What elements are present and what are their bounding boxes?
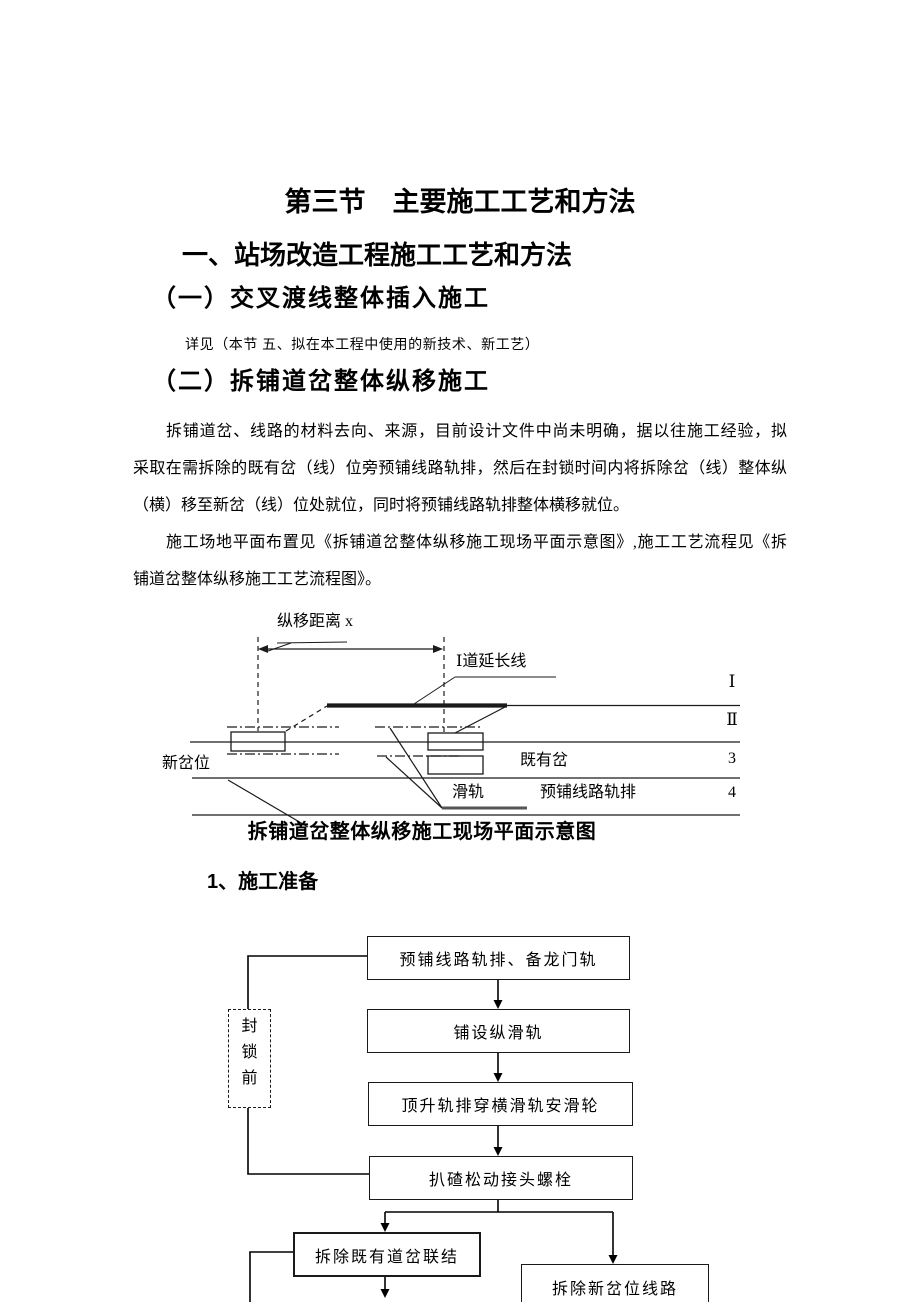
label-move-distance: 纵移距离 x	[277, 613, 354, 630]
break-mark-slash	[267, 642, 292, 652]
paragraph1-line3: （横）移至新岔（线）位处就位，同时将预铺线路轨排整体横移就位。	[133, 497, 630, 514]
flow-box-label: 预铺线路轨排、备龙门轨	[399, 952, 598, 969]
flow-box-label: 扒碴松动接头螺栓	[428, 1172, 573, 1189]
flow-lock-phase-label: 封锁前	[241, 1018, 258, 1087]
page-title: 第三节 主要施工工艺和方法	[284, 187, 636, 217]
flow-box-jack-up-panel: 顶升轨排穿横滑轨安滑轮	[368, 1082, 633, 1126]
paragraph1-line1: 拆铺道岔、线路的材料去向、来源，目前设计文件中尚未明确，据以往施工经验，拟	[166, 423, 787, 440]
arrowhead-box4	[493, 1147, 503, 1156]
dashed-shift-diagonal	[285, 705, 328, 732]
flow-box-remove-new-position-track: 拆除新岔位线路	[521, 1264, 709, 1302]
heading-step1: 1、施工准备	[207, 871, 319, 893]
extension-label-leader	[413, 676, 456, 705]
paragraph2-line2: 铺道岔整体纵移施工工艺流程图》。	[133, 571, 382, 588]
note-line: 详见（本节 五、拟在本工程中使用的新技术、新工艺）	[185, 338, 540, 353]
break-mark-line	[276, 641, 348, 644]
existing-switch-rect	[427, 732, 484, 751]
slide-rail-leader-1	[389, 727, 443, 809]
flow-box-label: 拆除新岔位线路	[551, 1281, 678, 1298]
label-track-3: 3	[728, 750, 736, 767]
label-existing-switch: 既有岔	[520, 752, 569, 769]
flow-lock-phase-box: 封锁前	[228, 1009, 271, 1108]
flowchart-connectors	[247, 955, 614, 1302]
connector-box1-to-lockbox	[247, 955, 367, 1009]
heading-1-1: （一）交叉渡线整体插入施工	[152, 285, 490, 312]
arrowhead-box5-down	[380, 1289, 390, 1298]
label-prelaid-track-panel: 预铺线路轨排	[540, 784, 637, 801]
flow-box-label: 拆除既有道岔联结	[314, 1248, 459, 1266]
flow-box-label: 顶升轨排穿横滑轨安滑轮	[401, 1098, 600, 1115]
label-track1-extension: Ⅰ道延长线	[456, 653, 527, 670]
paragraph2-line1: 施工场地平面布置见《拆铺道岔整体纵移施工现场平面示意图》,施工工艺流程见《拆	[166, 534, 787, 551]
connector-box5-left-down	[249, 1251, 293, 1302]
turnout-diagonal	[454, 705, 508, 734]
flow-box-lay-longitudinal-rail: 铺设纵滑轨	[367, 1009, 630, 1053]
prelaid-panel-rect	[427, 755, 484, 775]
flowchart-arrowheads	[380, 1000, 618, 1298]
arrowhead-box5	[380, 1223, 390, 1232]
connector-lockbox-to-box4	[247, 1108, 369, 1175]
flow-box-loosen-bolts: 扒碴松动接头螺栓	[369, 1156, 633, 1200]
flow-box-remove-existing-connections: 拆除既有道岔联结	[293, 1232, 481, 1277]
bottom-left-leader	[227, 779, 309, 828]
label-track-4: 4	[728, 784, 736, 801]
flow-box-label: 铺设纵滑轨	[453, 1025, 544, 1042]
label-slide-rail: 滑轨	[452, 784, 485, 801]
slide-rail-leader-2	[385, 756, 443, 809]
heading-1-2: （二）拆铺道岔整体纵移施工	[152, 368, 490, 395]
dimension-arrowhead-right	[433, 645, 443, 653]
new-switch-rect	[230, 731, 286, 752]
heading-1: 一、站场改造工程施工工艺和方法	[182, 240, 573, 270]
paragraph1-line2: 采取在需拆除的既有岔（线）位旁预铺线路轨排，然后在封锁时间内将拆除岔（线）整体纵	[133, 460, 787, 477]
label-track-II: Ⅱ	[726, 710, 738, 729]
dimension-arrowhead-left	[258, 645, 268, 653]
label-track-I: Ⅰ	[728, 672, 736, 691]
figure-caption: 拆铺道岔整体纵移施工现场平面示意图	[247, 821, 597, 843]
arrowhead-box6	[608, 1255, 618, 1264]
flow-box-prelay-track: 预铺线路轨排、备龙门轨	[367, 936, 630, 980]
arrowhead-box3	[493, 1073, 503, 1082]
arrowhead-box2	[493, 1000, 503, 1009]
label-new-switch-position: 新岔位	[162, 755, 211, 772]
